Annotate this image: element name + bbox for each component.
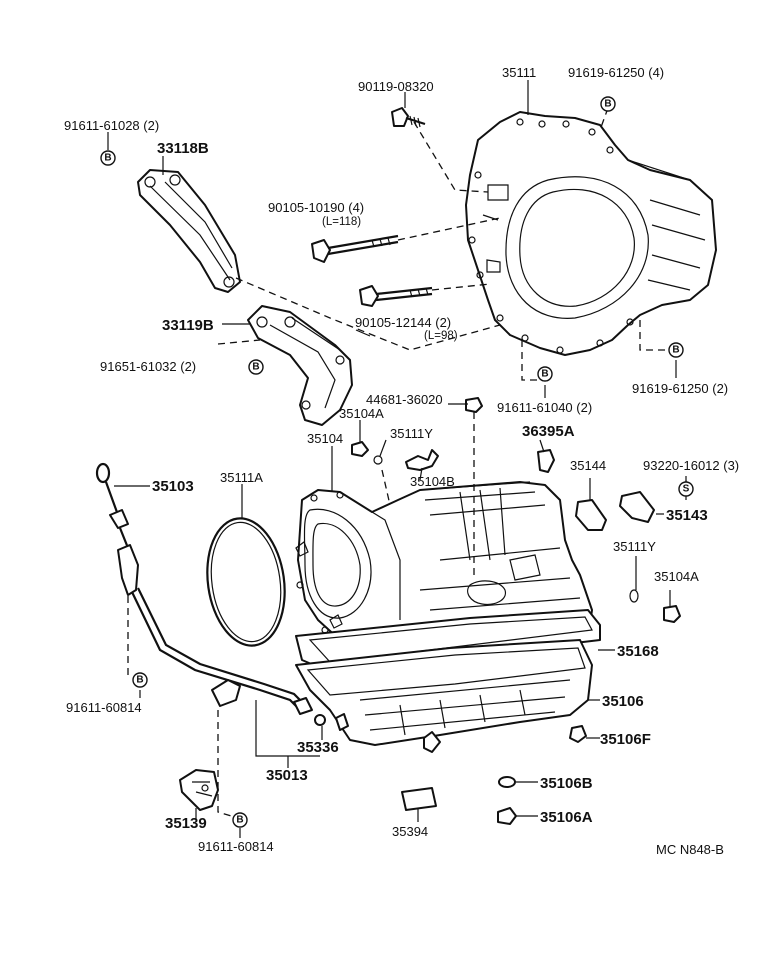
label-35143: 35143 — [666, 507, 708, 524]
label-91651-61032: 91651-61032 (2) — [100, 359, 196, 374]
label-35104: 35104 — [307, 431, 343, 446]
badge-b-91619-bot: B — [668, 342, 684, 358]
label-35106f: 35106F — [600, 731, 651, 748]
svg-text:B: B — [252, 362, 259, 373]
label-44681-36020: 44681-36020 — [366, 392, 443, 407]
label-35111a: 35111A — [220, 470, 263, 485]
label-33118b: 33118B — [157, 140, 209, 157]
label-91611-61028: 91611-61028 (2) — [64, 118, 159, 133]
label-35168: 35168 — [617, 643, 659, 660]
badge-b-91611-61028: B — [100, 150, 116, 166]
label-35139: 35139 — [165, 815, 207, 832]
label-90105-12144-length: (L=98) — [424, 330, 458, 342]
label-91611-60814-bottom: 91611-60814 — [198, 839, 274, 854]
label-35106: 35106 — [602, 693, 644, 710]
svg-text:B: B — [541, 369, 548, 380]
badge-b-91611-61040: B — [537, 366, 553, 382]
label-36395a: 36395A — [522, 423, 575, 440]
footer-code: MC N848-B — [656, 842, 724, 857]
label-35394: 35394 — [392, 824, 428, 839]
badge-b-91611-60814-left: B — [132, 672, 148, 688]
bracket-33118b — [137, 169, 241, 293]
leader-lines — [107, 80, 687, 838]
label-35104a-right: 35104A — [654, 569, 699, 584]
badge-b-91611-60814-bottom: B — [232, 812, 248, 828]
label-35106b: 35106B — [540, 775, 593, 792]
dipstick-tube-35013 — [117, 544, 313, 715]
svg-text:B: B — [136, 675, 143, 686]
label-90119-08320: 90119-08320 — [358, 79, 434, 94]
label-35111: 35111 — [502, 65, 536, 80]
label-33119b: 33119B — [162, 317, 214, 334]
oil-pan-35106 — [295, 639, 593, 753]
svg-text:B: B — [104, 153, 111, 164]
svg-text:B: B — [672, 345, 679, 356]
label-35013: 35013 — [266, 767, 308, 784]
label-35106a: 35106A — [540, 809, 593, 826]
svg-text:B: B — [604, 99, 611, 110]
bolt-90105-10190 — [311, 234, 399, 263]
reference-lines — [127, 107, 668, 819]
label-35144: 35144 — [570, 458, 606, 473]
label-35111y-right: 35111Y — [613, 539, 656, 554]
svg-text:S: S — [683, 484, 690, 495]
bolt-90119-08320 — [391, 107, 426, 128]
badge-b-91651-61032: B — [248, 359, 264, 375]
small-parts — [314, 397, 681, 825]
label-35336: 35336 — [297, 739, 339, 756]
label-35103: 35103 — [152, 478, 194, 495]
label-35104a-top: 35104A — [339, 406, 384, 421]
label-35111y-top: 35111Y — [390, 426, 433, 441]
bracket-35139 — [179, 769, 219, 811]
transmission-case-35104 — [295, 481, 593, 653]
bracket-33119b — [247, 305, 353, 426]
label-90105-10190: 90105-10190 (4) — [268, 200, 364, 215]
badge-b-91619-top: B — [600, 96, 616, 112]
bolt-90105-12144 — [359, 285, 433, 307]
badge-s-93220: S — [678, 481, 694, 497]
label-90105-10190-length: (L=118) — [322, 216, 361, 228]
dipstick-35103 — [95, 462, 130, 549]
label-90105-12144: 90105-12144 (2) — [355, 315, 451, 330]
part-labels: 35111 91619-61250 (4) 90119-08320 91611-… — [64, 65, 739, 857]
label-35104b: 35104B — [410, 474, 455, 489]
label-91611-61040: 91611-61040 (2) — [497, 400, 592, 415]
label-91619-61250-bot: 91619-61250 (2) — [632, 381, 728, 396]
gasket-ring-35111a — [206, 517, 286, 647]
label-91611-60814-left: 91611-60814 — [66, 700, 142, 715]
svg-text:B: B — [236, 815, 243, 826]
label-93220-16012: 93220-16012 (3) — [643, 458, 739, 473]
bell-housing-35111 — [465, 111, 717, 356]
label-91619-61250-top: 91619-61250 (4) — [568, 65, 664, 80]
